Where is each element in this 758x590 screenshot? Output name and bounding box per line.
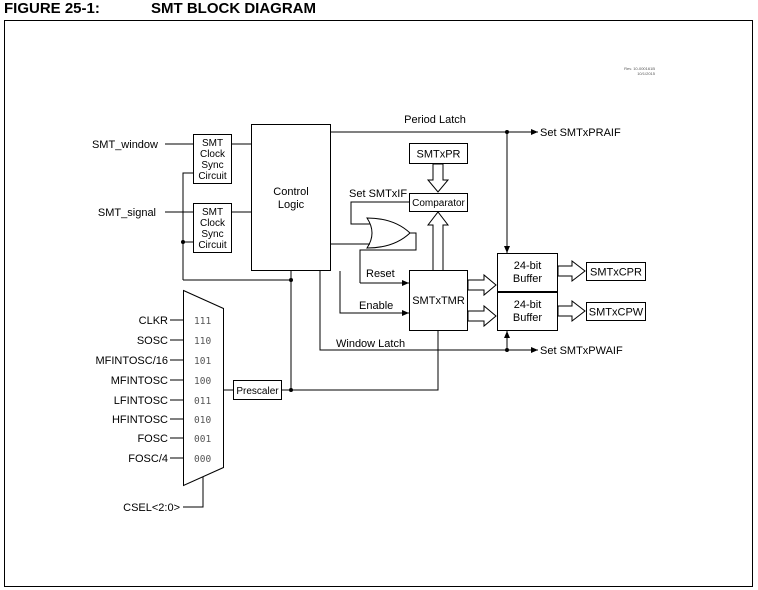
cpr-buffer <box>497 253 558 292</box>
signal-sync-line-1: SMT <box>202 207 223 218</box>
mux-input-label: MFINTOSC/16 <box>95 355 168 367</box>
smt-signal-label: SMT_signal <box>98 207 156 219</box>
comparator-label: Comparator <box>412 198 465 209</box>
signal-sync-line-3: Sync <box>201 229 223 240</box>
reset-label: Reset <box>366 268 395 280</box>
smtxcpr-label: SMTxCPR <box>590 267 642 279</box>
period-latch-label: Period Latch <box>404 114 466 126</box>
revision-label: Rev. 10-000161B <box>624 66 655 71</box>
signal-sync-line-4: Circuit <box>198 240 227 251</box>
set-smtxif-label: Set SMTxIF <box>349 188 407 200</box>
figure-title: FIGURE 25-1: SMT BLOCK DIAGRAM <box>4 0 704 20</box>
window-sync-line-4: Circuit <box>198 171 227 182</box>
csel-label: CSEL<2:0> <box>123 502 180 514</box>
smtxcpr-register <box>586 262 646 281</box>
set-smtxpraif-label: Set SMTxPRAIF <box>540 127 621 139</box>
mux-code: 101 <box>194 356 211 367</box>
mux-input-label: MFINTOSC <box>111 375 168 387</box>
window-sync-line-1: SMT <box>202 138 223 149</box>
mux-input-label: FOSC/4 <box>128 453 168 465</box>
buffer-to-cpr-arrow <box>557 259 586 283</box>
pr-to-comparator-arrow <box>426 163 450 193</box>
mux-code: 110 <box>194 336 211 347</box>
window-sync-line-2: Clock <box>200 149 226 160</box>
mux-code: 010 <box>194 415 211 426</box>
window-sync-circuit <box>193 134 232 184</box>
cpw-buffer-line-2: Buffer <box>513 312 542 324</box>
mux-input-label: FOSC <box>137 433 168 445</box>
mux-input-label: LFINTOSC <box>114 395 168 407</box>
mux-code: 100 <box>194 376 211 387</box>
mux-code: 000 <box>194 454 211 465</box>
figure-caption: SMT BLOCK DIAGRAM <box>151 0 316 17</box>
signal-sync-circuit <box>193 203 232 253</box>
figure-frame <box>4 20 753 587</box>
smtxtmr-label: SMTxTMR <box>412 295 465 307</box>
cpw-buffer <box>497 292 558 331</box>
tmr-to-cpw-buffer-arrow <box>467 304 497 328</box>
mux-input-label: CLKR <box>139 315 168 327</box>
mux-code: 011 <box>194 396 211 407</box>
tmr-to-cpr-buffer-arrow <box>467 273 497 297</box>
cpw-buffer-line-1: 24-bit <box>514 299 542 311</box>
prescaler-label: Prescaler <box>236 386 279 397</box>
tmr-to-comparator-arrow <box>426 211 450 273</box>
figure-number: FIGURE 25-1: <box>4 0 100 17</box>
smtxcpw-label: SMTxCPW <box>589 307 644 319</box>
smtxpr-label: SMTxPR <box>417 149 461 161</box>
enable-label: Enable <box>359 300 393 312</box>
or-gate <box>366 217 411 249</box>
mux-input-label: HFINTOSC <box>112 414 168 426</box>
smt-window-label: SMT_window <box>92 139 158 151</box>
control-logic-line-2: Logic <box>278 199 305 211</box>
window-sync-line-3: Sync <box>201 160 223 171</box>
mux-input-labels: CLKR SOSC MFINTOSC/16 MFINTOSC LFINTOSC … <box>95 315 168 465</box>
control-logic-block <box>251 124 331 271</box>
smtxcpw-register <box>586 302 646 321</box>
signal-sync-line-2: Clock <box>200 218 226 229</box>
comparator-block <box>409 193 468 212</box>
clock-source-mux <box>183 289 224 487</box>
mux-input-label: SOSC <box>137 335 168 347</box>
revision-date: 10/1/2015 <box>637 71 656 76</box>
window-latch-label: Window Latch <box>336 338 405 350</box>
control-logic-line-1: Control <box>273 186 308 198</box>
cpr-buffer-line-2: Buffer <box>513 273 542 285</box>
cpr-buffer-line-1: 24-bit <box>514 260 542 272</box>
buffer-to-cpw-arrow <box>557 299 586 323</box>
mux-code: 111 <box>194 316 211 327</box>
junction-dots <box>181 130 509 392</box>
smtxtmr-register <box>409 270 468 331</box>
set-smtxpwaif-label: Set SMTxPWAIF <box>540 345 623 357</box>
mux-select-codes: 111 110 101 100 011 010 001 000 <box>194 316 211 465</box>
mux-code: 001 <box>194 434 211 445</box>
prescaler-block <box>233 380 282 400</box>
wires <box>165 129 538 508</box>
